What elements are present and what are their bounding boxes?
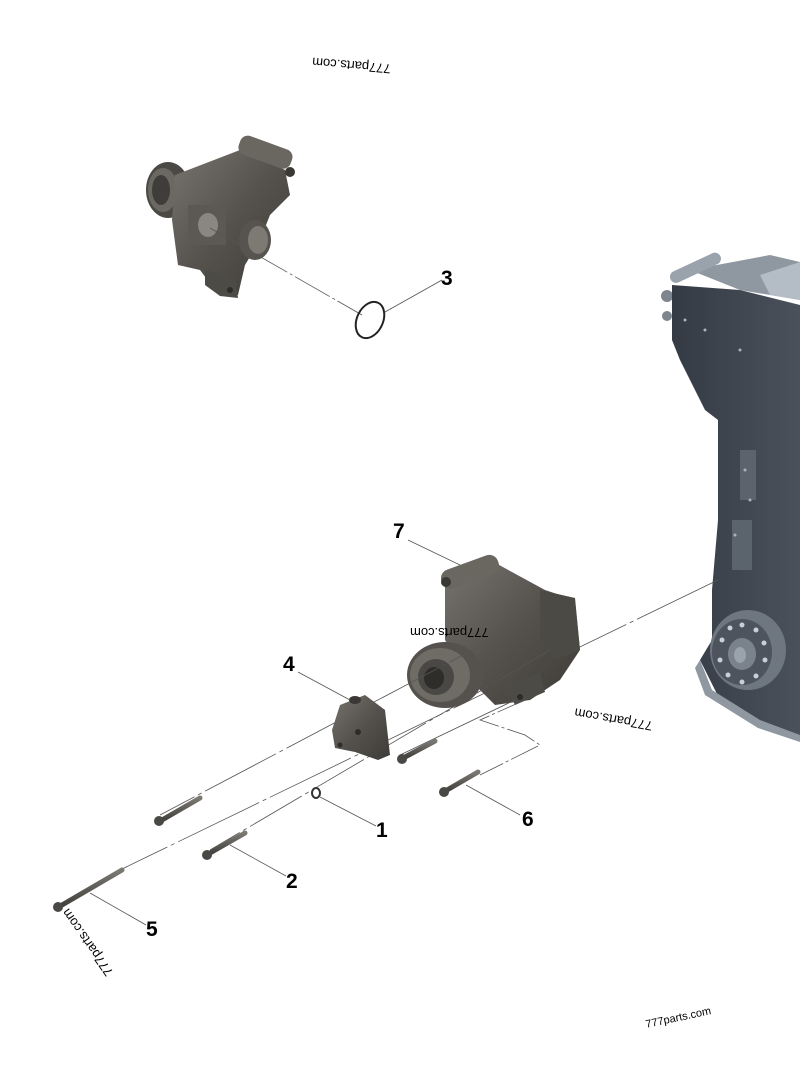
bracket (332, 695, 390, 760)
lower-water-pump (407, 554, 580, 708)
leader-line-3 (384, 279, 443, 313)
leader-lines (89, 539, 521, 926)
bolt-short (439, 769, 481, 797)
engine-front-cover (661, 252, 800, 742)
callout-6[interactable]: 6 (522, 808, 534, 831)
axis-line-5 (119, 579, 719, 871)
callout-5[interactable]: 5 (146, 918, 158, 941)
upper-water-pump (146, 135, 295, 298)
axis-line-3 (209, 227, 363, 316)
callout-3[interactable]: 3 (441, 267, 453, 290)
o-ring-large (354, 300, 386, 340)
callout-7[interactable]: 7 (393, 520, 405, 543)
bolt-b (154, 795, 203, 826)
watermark-center: 777parts.com (410, 625, 489, 640)
callout-4[interactable]: 4 (283, 653, 295, 676)
o-ring-small (311, 787, 321, 799)
axis-line-6 (478, 699, 541, 776)
callout-2[interactable]: 2 (286, 870, 298, 893)
bolt-medium (202, 830, 248, 860)
bolt-a (397, 738, 438, 764)
bolt-long (53, 867, 125, 912)
callout-1[interactable]: 1 (376, 819, 388, 842)
axis-line-b (399, 699, 516, 756)
